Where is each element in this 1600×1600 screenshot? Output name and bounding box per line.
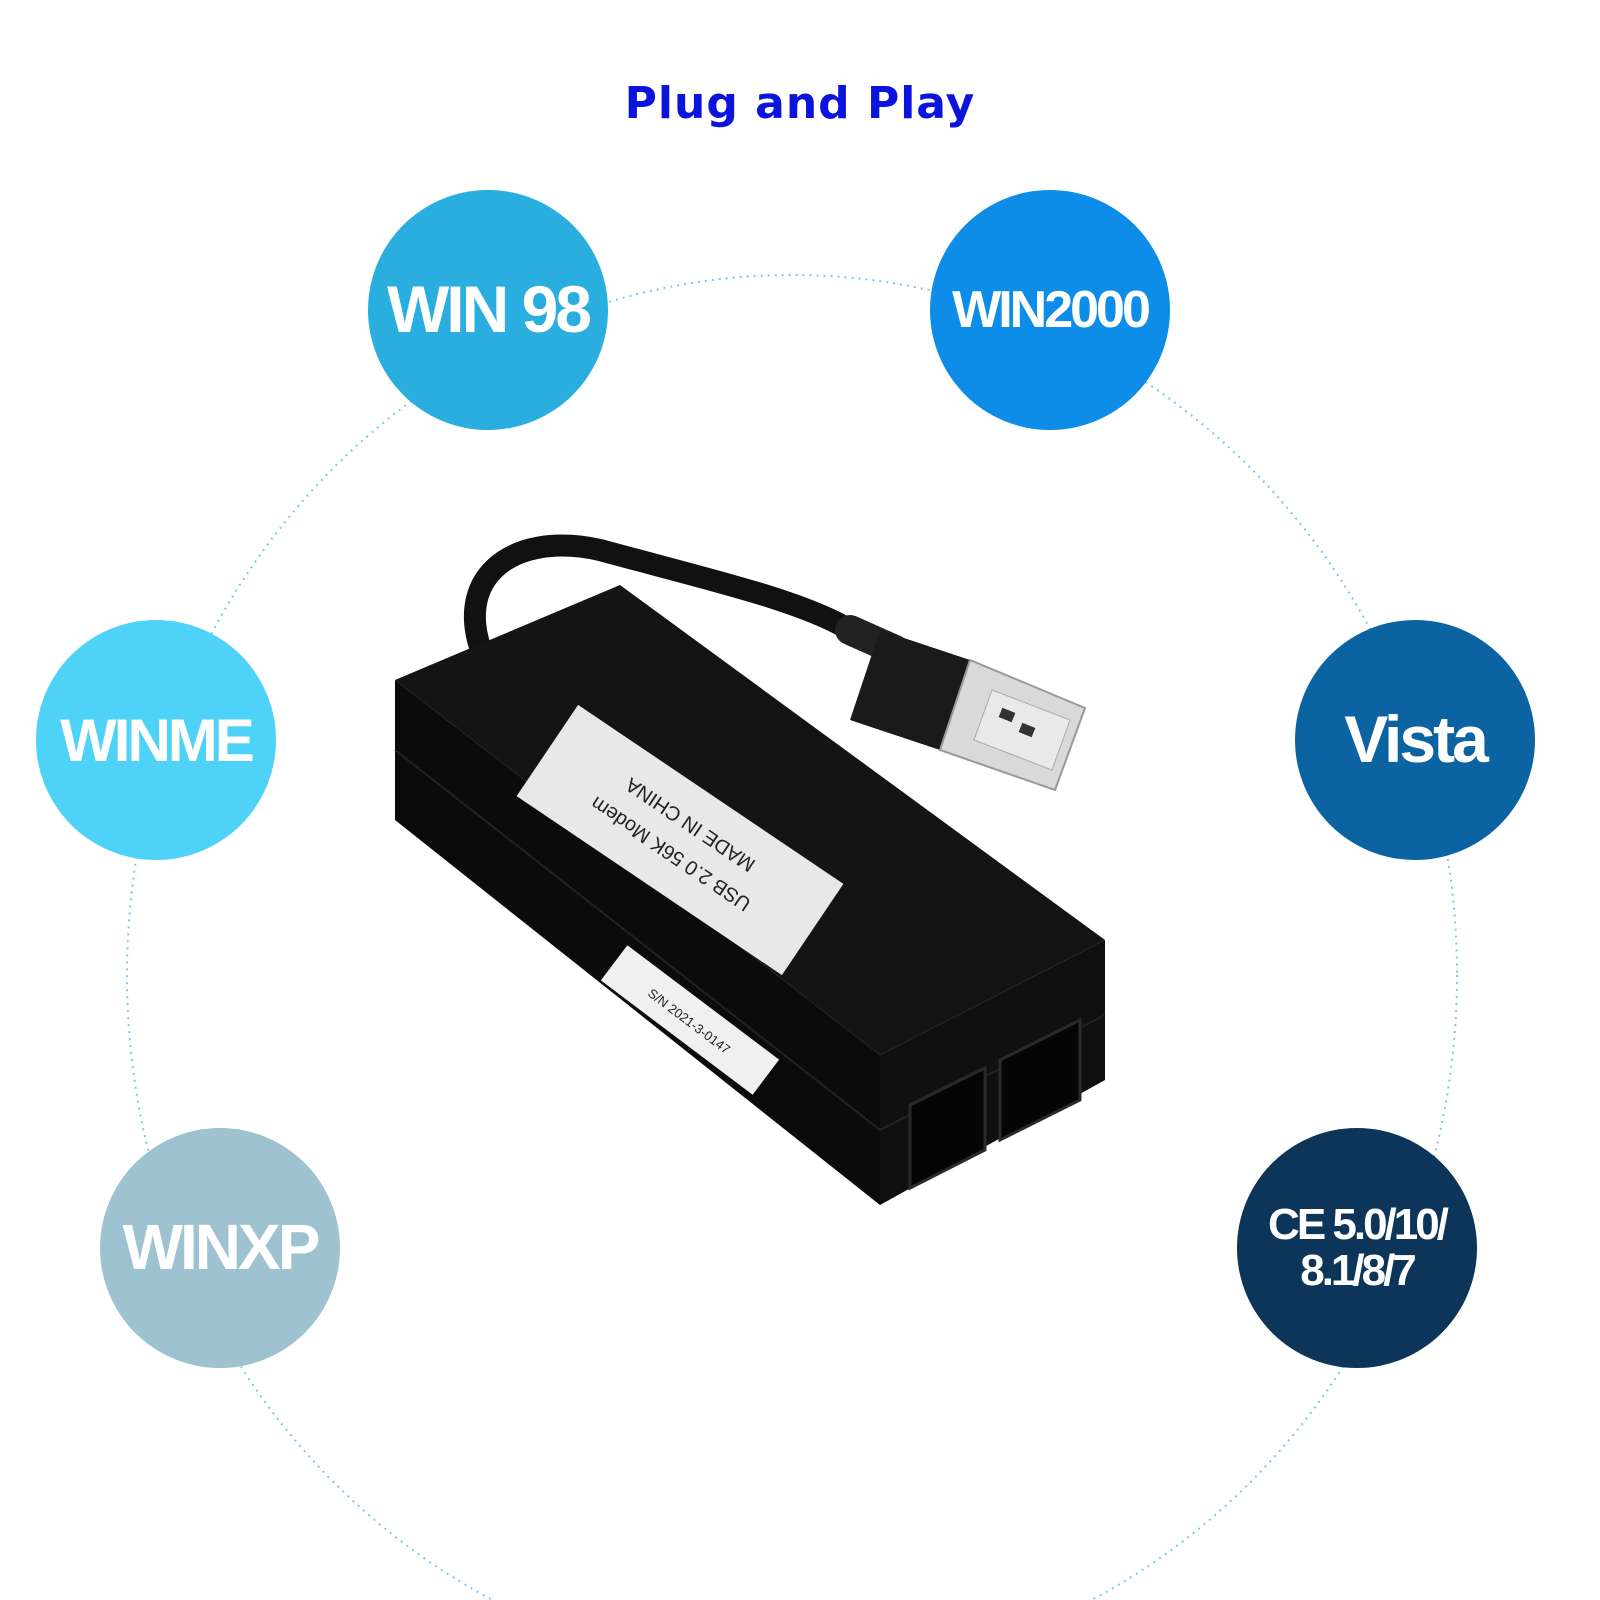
product-label: USB 2.0 56K Modem MADE IN CHINA <box>516 704 844 976</box>
badge-win98: WIN 98 <box>368 190 608 430</box>
usb-cable <box>463 534 861 671</box>
rj11-port-right <box>998 1017 1082 1143</box>
usb-plug <box>850 630 1087 792</box>
badge-vista: Vista <box>1295 620 1535 860</box>
badge-ce: CE 5.0/10/ 8.1/8/7 <box>1237 1128 1477 1368</box>
badge-winme: WINME <box>36 620 276 860</box>
page-title: Plug and Play <box>624 78 976 129</box>
badge-winxp: WINXP <box>100 1128 340 1368</box>
usb-modem-image: USB 2.0 56K Modem MADE IN CHINA S/N 2021… <box>394 534 1106 1205</box>
rj11-port-left <box>908 1065 987 1191</box>
badge-win2000: WIN2000 <box>930 190 1170 430</box>
